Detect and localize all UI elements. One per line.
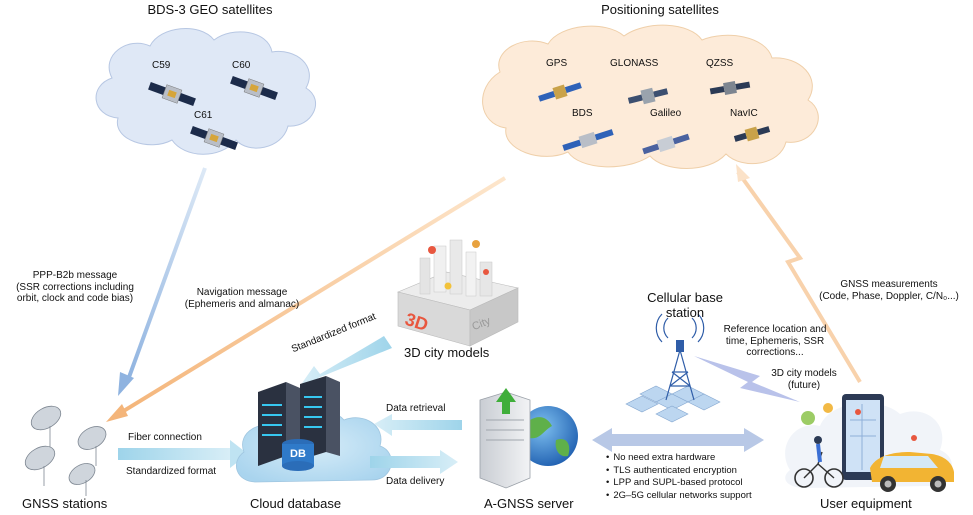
ppp-b2b-link-arrow	[118, 167, 207, 396]
user-equipment-graphic	[785, 394, 954, 492]
sat-label-gps: GPS	[546, 58, 568, 69]
fiber-connection-label: Fiber connection	[128, 432, 202, 443]
geo-satellites-title: BDS-3 GEO satellites	[147, 2, 273, 17]
sat-label-bds: BDS	[572, 108, 593, 119]
feature-item: 2G–5G cellular networks support	[606, 490, 751, 503]
cellular-base-station-label: Cellular base station	[647, 290, 723, 320]
data-retrieval-label: Data retrieval	[386, 403, 446, 414]
satellite-c60-icon	[230, 76, 278, 100]
city-models-label: 3D city models	[404, 345, 490, 360]
satellite-gps-icon	[538, 82, 582, 102]
city-models-graphic	[397, 239, 519, 347]
data-retrieval-arrow	[374, 414, 462, 436]
sat-label-c61: C61	[194, 110, 213, 121]
city-standardized-format-arrow	[300, 336, 392, 388]
satellite-qzss-icon	[709, 81, 751, 95]
reference-info-label: Reference location and time, Ephemeris, …	[723, 324, 827, 358]
gnss-stations-label: GNSS stations	[22, 496, 108, 511]
features-list: No need extra hardware TLS authenticated…	[606, 452, 752, 503]
fiber-connection-arrow	[118, 440, 248, 468]
gnss-measurements-label: GNSS measurements (Code, Phase, Doppler,…	[819, 279, 959, 302]
gnss-measurements-link-arrow	[736, 164, 862, 384]
sat-label-qzss: QZSS	[706, 58, 734, 69]
positioning-satellites-title: Positioning satellites	[601, 2, 719, 17]
feature-item: TLS authenticated encryption	[606, 465, 752, 478]
cellular-signal-bolt	[694, 356, 800, 402]
user-equipment-label: User equipment	[820, 496, 912, 511]
standardized-format-label: Standardized format	[126, 466, 217, 477]
cloud-database-label: Cloud database	[250, 496, 342, 511]
satellite-glonass-icon	[627, 87, 669, 105]
cellular-base-station-graphic	[625, 313, 721, 423]
geo-satellite-cloud	[95, 28, 317, 155]
cloud-database-graphic	[235, 376, 392, 483]
sat-label-glonass: GLONASS	[610, 58, 659, 69]
sat-label-galileo: Galileo	[650, 108, 682, 119]
navigation-message-link-arrow	[106, 176, 507, 422]
agnss-server-graphic	[479, 388, 578, 489]
server-user-link-arrow	[592, 428, 764, 452]
agnss-server-label: A-GNSS server	[484, 496, 574, 511]
satellite-c59-icon	[148, 82, 196, 106]
sat-label-c59: C59	[152, 60, 171, 71]
sat-label-c60: C60	[232, 60, 251, 71]
satellite-bds-icon	[562, 129, 614, 151]
city-models-future-label: 3D city models (future)	[771, 368, 837, 391]
satellite-navic-icon	[733, 126, 771, 142]
db-badge: DB	[290, 448, 306, 460]
sat-label-navic: NavIC	[730, 108, 758, 119]
ppp-b2b-message-label: PPP-B2b message (SSR corrections includi…	[16, 270, 134, 304]
satellite-galileo-icon	[642, 133, 690, 155]
data-delivery-label: Data delivery	[386, 476, 445, 487]
feature-item: LPP and SUPL-based protocol	[606, 477, 752, 490]
feature-item: No need extra hardware	[606, 452, 752, 465]
data-delivery-arrow	[370, 450, 458, 474]
navigation-message-label: Navigation message (Ephemeris and almana…	[184, 287, 300, 310]
gnss-stations-dishes-icon	[24, 405, 107, 496]
satellite-c61-icon	[190, 126, 238, 150]
